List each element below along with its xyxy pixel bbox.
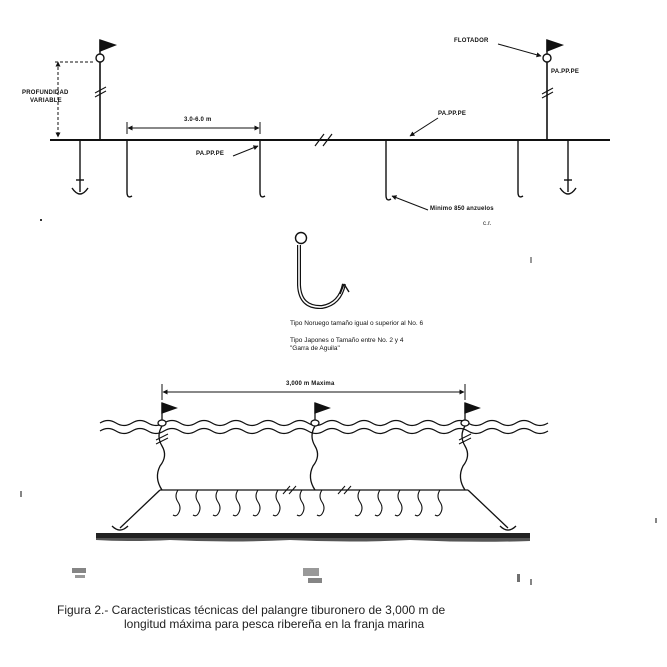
- scan-noise: [20, 219, 657, 585]
- hooks-suffix: c.r.: [483, 221, 492, 227]
- hook-type-1: Tipo Noruego tamaño igual o superior al …: [290, 320, 424, 327]
- spacing-label: 3.0-6.0 m: [184, 117, 212, 123]
- line-label-right: PA.PP.PE: [438, 111, 467, 117]
- hook-type-2: Tipo Japones o Tamaño entre No. 2 y 4: [290, 337, 404, 344]
- line-label-left: PA.PP.PE: [196, 151, 225, 157]
- hooks-label: Minimo 850 anzuelos: [430, 206, 494, 212]
- length-label: 3,000 m Maxima: [286, 381, 335, 387]
- figure-caption-line1: Figura 2.- Caracteristicas técnicas del …: [57, 603, 446, 617]
- bottom-longline: [99, 384, 549, 531]
- depth-label-line2: VARIABLE: [30, 98, 62, 104]
- seabed: [96, 533, 530, 542]
- float-label: FLOTADOR: [454, 38, 489, 44]
- hook-type-2b: "Garra de Aguila": [290, 345, 340, 352]
- buoy-line-label: PA.PP.PE: [551, 69, 580, 75]
- depth-label-line1: PROFUNDIDAD: [22, 90, 69, 96]
- hook-illustration: [294, 231, 350, 310]
- top-longline: [50, 39, 610, 211]
- figure-caption-line2: longitud máxima para pesca ribereña en l…: [124, 617, 425, 631]
